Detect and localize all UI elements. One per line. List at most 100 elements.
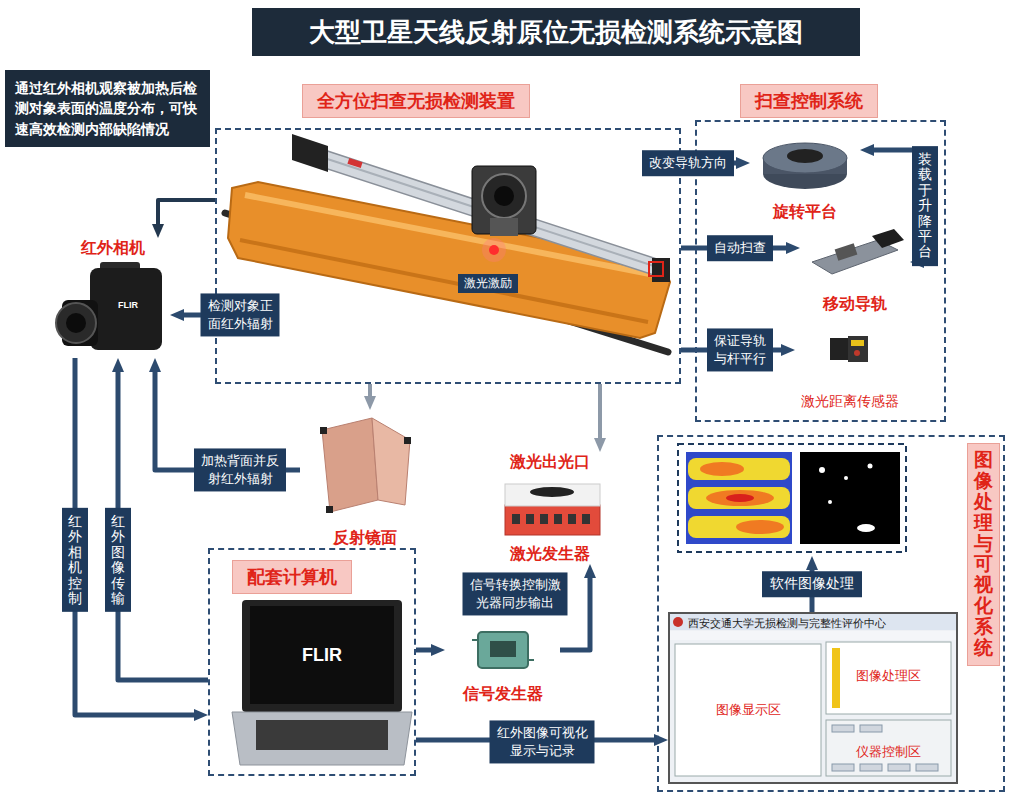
antenna-device-part xyxy=(649,262,663,276)
edge-label: 自动扫查 xyxy=(707,235,773,261)
window-panel xyxy=(860,764,882,771)
connector-arrow xyxy=(560,574,590,650)
antenna-device xyxy=(225,134,670,352)
part-label: 激光激励 xyxy=(458,274,518,293)
text-slot: 图像处理区 xyxy=(856,667,921,685)
label-slot: FLIR xyxy=(118,294,138,312)
text-slot: 反射镜面 xyxy=(333,528,397,548)
edge-label: 检测对象正面红外辐射 xyxy=(201,293,280,336)
edge-label: 保证导轨与杆平行 xyxy=(707,328,773,371)
infrared-camera-icon-part xyxy=(66,313,86,333)
edge-label: 改变导轨方向 xyxy=(642,150,734,176)
laser-generator-icon-part xyxy=(530,487,574,497)
text-slot: 配套计算机 xyxy=(232,560,436,594)
component-node: 旋转平台 xyxy=(750,127,860,222)
connector-arrow xyxy=(416,738,658,743)
antenna-device-part xyxy=(482,238,506,262)
dashed-region: 图像处理与可视化系统西安交通大学无损检测与完整性评价中心图像显示区图像处理区仪器… xyxy=(657,435,1005,792)
laser-generator-icon-part xyxy=(505,484,600,506)
node-text: 红外相机 xyxy=(81,238,145,258)
window-panel xyxy=(916,764,938,771)
window-logo xyxy=(673,617,683,627)
result-thumbnails-part xyxy=(726,494,754,502)
laptop-icon-part xyxy=(242,600,402,712)
window-panel xyxy=(832,648,840,708)
laser-generator-icon-part xyxy=(568,514,576,524)
node-text: 旋转平台 xyxy=(773,202,837,222)
connector-arrow xyxy=(870,150,925,262)
text-slot: 通过红外相机观察被加热后检测对象表面的温度分布，可快速高效检测内部缺陷情况 xyxy=(15,78,200,139)
part-label: FLIR xyxy=(118,300,138,311)
component-node: 移动导轨 xyxy=(800,228,910,314)
laser-sensor-icon-part xyxy=(848,336,868,362)
rotation-platform-icon-part xyxy=(763,143,847,173)
note-box: 通过红外相机观察被加热后检测对象表面的温度分布，可快速高效检测内部缺陷情况 xyxy=(5,70,210,147)
label-slot: 红外图像传输 xyxy=(105,508,131,612)
signal-generator-icon-part xyxy=(490,641,516,657)
component-node: 信号发生器 xyxy=(445,624,560,704)
part-label: FLIR xyxy=(302,644,342,667)
text-slot: 图像显示区 xyxy=(716,701,781,719)
label-slot: 保证导轨与杆平行 xyxy=(707,328,773,371)
label-slot: 检测对象正面红外辐射 xyxy=(201,293,280,336)
node-text: 激光发生器 xyxy=(510,544,590,564)
text-slot: 全方位扫查无损检测装置 xyxy=(302,84,764,118)
title-banner: 大型卫星天线反射原位无损检测系统示意图 xyxy=(252,8,860,56)
laser-generator-icon xyxy=(505,484,600,535)
laser-sensor-icon-part xyxy=(851,340,864,346)
window-panel xyxy=(675,644,821,776)
part-label: 软件图像处理 xyxy=(762,571,862,597)
label-slot: 红外相机控制 xyxy=(62,508,88,612)
dashed-region: 全方位扫查无损检测装置 xyxy=(215,128,681,384)
edge-label: 红外图像传输 xyxy=(105,508,131,612)
text-slot: 西安交通大学无损检测与完整性评价中心 xyxy=(688,616,886,631)
infrared-camera-icon-part xyxy=(90,268,162,350)
processing-arrow-part xyxy=(810,566,815,612)
laser-sensor-icon-part xyxy=(830,338,848,360)
title-text: 大型卫星天线反射原位无损检测系统示意图 xyxy=(309,15,803,50)
window-panel xyxy=(832,764,854,771)
window-panel xyxy=(670,631,956,640)
mirror-icon-part xyxy=(372,418,410,505)
component-node: 红外相机 xyxy=(55,238,170,358)
edge-label: 红外图像可视化显示与记录 xyxy=(490,720,595,763)
result-thumbnails xyxy=(678,444,906,552)
laptop-icon-part xyxy=(256,720,388,750)
connector-arrow xyxy=(368,384,372,400)
edge-label: 红外相机控制 xyxy=(62,508,88,612)
node-text: 扫查控制系统 xyxy=(740,84,878,118)
dashed-region: 配套计算机 xyxy=(208,548,416,776)
text-slot: 移动导轨 xyxy=(823,294,887,314)
antenna-device-part xyxy=(482,174,526,218)
text-slot: 信号发生器 xyxy=(463,684,543,704)
result-thumbnails-part xyxy=(678,444,906,552)
mirror-icon-part xyxy=(326,506,333,513)
node-text: 通过红外相机观察被加热后检测对象表面的温度分布，可快速高效检测内部缺陷情况 xyxy=(15,78,200,139)
mirror-icon-part xyxy=(404,437,411,444)
mirror-icon-part xyxy=(320,427,327,434)
component-node: 激光距离传感器 xyxy=(795,330,905,410)
node-text: 移动导轨 xyxy=(823,294,887,314)
text-slot: 激光距离传感器 xyxy=(801,393,899,411)
window-panel xyxy=(888,764,910,771)
dashed-region: 扫查控制系统旋转平台移动导轨激光距离传感器 xyxy=(695,120,946,422)
result-thumbnails-part xyxy=(868,464,873,469)
edge-label: 装载于升降平台 xyxy=(912,146,938,266)
laser-sensor-icon-part xyxy=(854,350,860,356)
signal-generator-icon-part xyxy=(472,639,478,641)
window-panel xyxy=(860,725,882,732)
result-thumbnails-part xyxy=(706,490,774,506)
mirror-icon-part xyxy=(322,418,378,512)
result-thumbnails-part xyxy=(686,452,792,544)
node-text: 反射镜面 xyxy=(333,528,397,548)
result-thumbnails-part xyxy=(688,458,790,480)
node-text: 图像处理与可视化系统 xyxy=(967,443,1000,666)
laptop-icon-part xyxy=(250,606,394,704)
result-thumbnails-part xyxy=(800,452,900,544)
antenna-device-part xyxy=(489,245,499,255)
laser-generator-icon-part xyxy=(582,514,590,524)
text-slot: 激光出光口 xyxy=(510,452,590,472)
label-slot: 自动扫查 xyxy=(707,235,773,261)
